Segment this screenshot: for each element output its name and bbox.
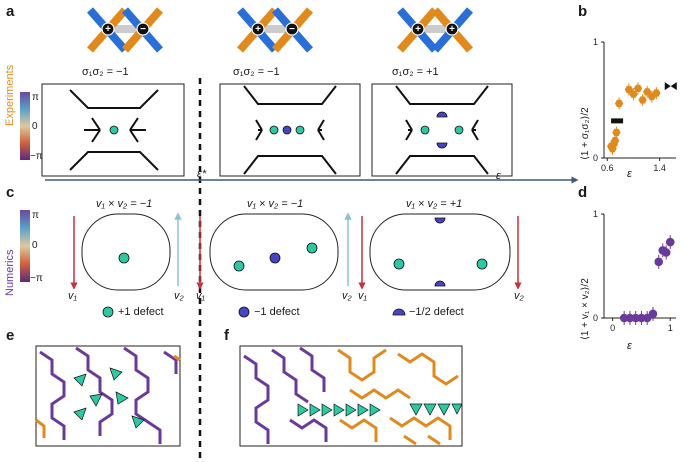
experiment-frame-2 — [219, 83, 361, 177]
y-tick-label: 0 — [593, 313, 598, 323]
svg-text:+: + — [255, 24, 261, 35]
panel-label-f: f — [224, 327, 229, 344]
data-point — [614, 99, 624, 108]
colorbar-a-top: π — [32, 92, 39, 103]
plus1-defect-marker — [118, 252, 130, 264]
minushalf-defect-marker — [434, 280, 446, 287]
numeric-frame-3 — [358, 213, 522, 291]
svg-text:−: − — [140, 24, 146, 35]
epsilon-star-label: ε* — [197, 168, 207, 180]
v-label-1: v₁ × v₂ = −1 — [96, 198, 153, 210]
colorbar-c — [20, 210, 30, 282]
svg-text:+: + — [105, 24, 111, 35]
y-tick-label: 1 — [593, 209, 598, 219]
experiment-frame-3 — [371, 83, 513, 177]
legend-minus1-marker — [238, 306, 250, 318]
plus1-defect-marker — [393, 258, 405, 270]
svg-text:+: + — [449, 24, 455, 35]
lattice-panel-f — [239, 345, 463, 447]
sigma-label-1: σ₁σ₂ = −1 — [82, 66, 129, 78]
numeric-frame-1 — [70, 212, 182, 291]
minushalf-defect-marker — [436, 111, 448, 118]
colorbar-a-mid: 0 — [32, 121, 38, 132]
x-tick-label: 1.4 — [653, 163, 666, 173]
minus1-defect-marker — [282, 125, 292, 135]
panel-label-a: a — [6, 3, 15, 20]
data-point — [652, 89, 661, 97]
panel-label-c: c — [6, 184, 15, 201]
v1-label-3: v₁ — [358, 290, 367, 302]
x-tick-label: 0 — [610, 323, 615, 333]
data-point — [648, 309, 658, 319]
x-tick-label: 1 — [668, 323, 673, 333]
svg-text:−: − — [289, 24, 295, 35]
data-point — [661, 248, 671, 257]
v2-label-2: v₂ — [342, 290, 352, 302]
legend-plus1-marker — [102, 306, 114, 318]
legend-minus1: −1 defect — [254, 306, 300, 318]
experiment-frame-1 — [41, 83, 185, 177]
data-point — [611, 118, 624, 124]
chart-b: 0 1 0.6 1.4 — [593, 37, 677, 173]
y-tick-label: 0 — [593, 153, 598, 163]
plus1-defect-marker — [295, 125, 305, 135]
data-point — [665, 237, 675, 247]
numeric-frame-2 — [196, 212, 352, 291]
v-label-3: v₁ × v₂ = +1 — [406, 198, 463, 210]
colorbar-a — [20, 92, 30, 160]
v2-label-1: v₂ — [174, 290, 184, 302]
plus1-defect-marker — [454, 125, 464, 135]
panel-label-d: d — [578, 184, 588, 201]
plus1-defect-marker — [306, 242, 318, 254]
colorbar-c-bottom: −π — [30, 273, 43, 284]
sigma-label-2: σ₁σ₂ = −1 — [233, 66, 280, 78]
minushalf-defect-marker — [434, 217, 446, 224]
data-point — [612, 128, 621, 137]
plus1-defect-marker — [109, 125, 119, 135]
colorbar-c-mid: 0 — [32, 240, 38, 251]
data-point — [664, 82, 671, 91]
data-point — [629, 90, 638, 98]
data-point — [610, 137, 620, 145]
panel-label-e: e — [6, 327, 15, 344]
colorbar-c-top: π — [32, 210, 39, 221]
chart-b-xlabel: ε — [627, 168, 632, 180]
data-point — [654, 257, 664, 267]
v2-label-3: v₂ — [514, 290, 524, 302]
minushalf-defect-marker — [436, 142, 448, 149]
v1-label-1: v₁ — [68, 290, 77, 302]
plus1-defect-marker — [269, 125, 279, 135]
legend-minushalf-marker — [392, 308, 406, 316]
rotor-pair-3: + + — [396, 7, 474, 53]
legend-minushalf: −1/2 defect — [409, 306, 464, 318]
lattice-panel-e — [35, 345, 181, 447]
data-point — [670, 82, 677, 91]
rotor-pair-2: + − — [236, 7, 314, 53]
panel-label-b: b — [578, 3, 588, 20]
plus1-defect-marker — [420, 125, 430, 135]
data-point — [633, 84, 643, 92]
legend-plus1: +1 defect — [118, 306, 164, 318]
chart-d: 0 1 0 1 — [593, 209, 676, 333]
y-tick-label: 1 — [593, 37, 598, 47]
minus1-defect-marker — [269, 252, 281, 264]
chart-d-xlabel: ε — [627, 340, 632, 352]
colorbar-a-bottom: −π — [30, 151, 43, 162]
v-label-2: v₁ × v₂ = −1 — [247, 198, 304, 210]
v1-label-2: v₁ — [196, 290, 205, 302]
plus1-defect-marker — [476, 258, 488, 270]
plus1-defect-marker — [233, 260, 245, 272]
svg-text:+: + — [415, 24, 421, 35]
rotor-pair-1: + − — [86, 7, 164, 53]
sigma-label-3: σ₁σ₂ = +1 — [392, 66, 439, 78]
x-tick-label: 0.6 — [601, 163, 614, 173]
data-point — [638, 96, 647, 104]
